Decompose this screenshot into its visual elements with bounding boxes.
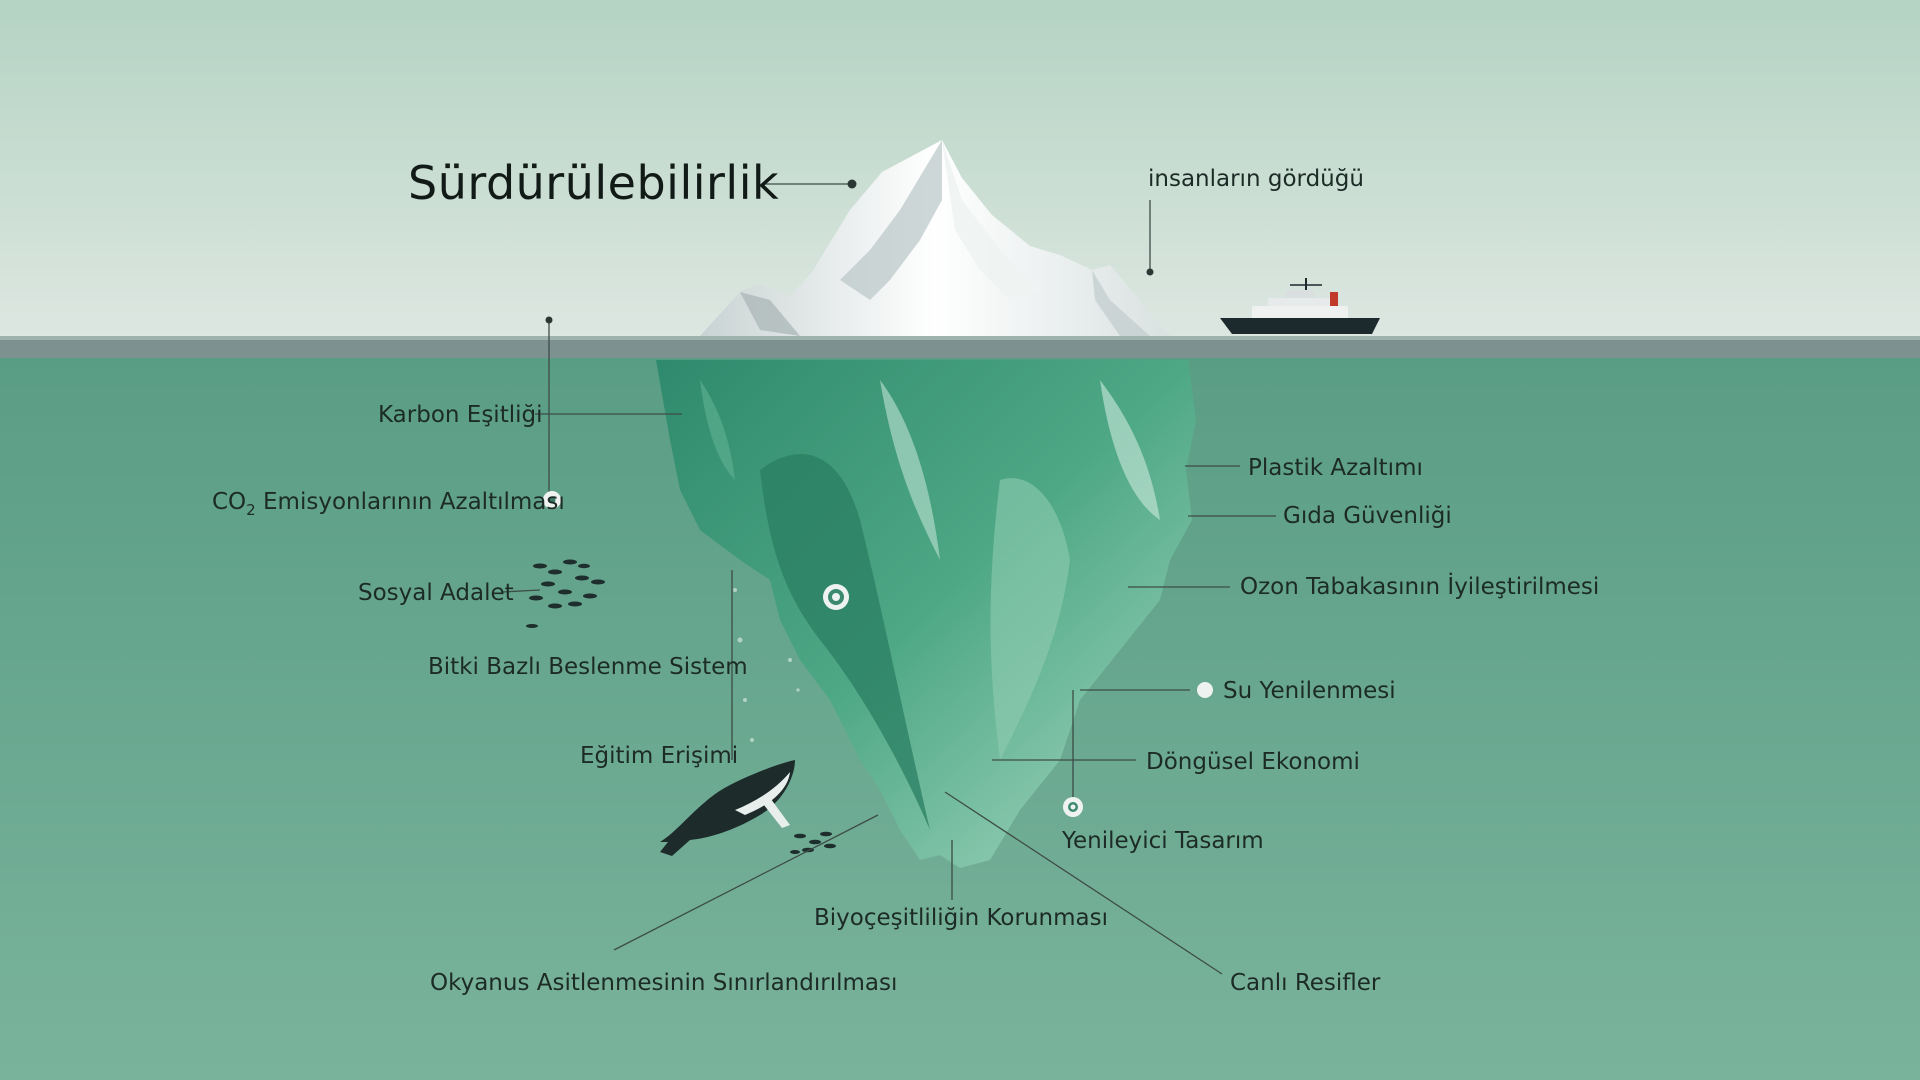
label-gida-guvenligi: Gıda Güvenliği — [1283, 503, 1452, 529]
bubbles — [733, 588, 800, 742]
co2-subscript: 2 — [246, 501, 256, 519]
fish-school-small-icon — [790, 831, 836, 854]
label-ozon-tabakasi: Ozon Tabakasının İyileştirilmesi — [1240, 574, 1600, 600]
fish-school-icon — [526, 559, 605, 628]
iceberg-above-water — [700, 140, 1170, 336]
label-dongusel-ekonomi: Döngüsel Ekonomi — [1146, 749, 1360, 775]
whale-icon — [660, 760, 795, 856]
label-canli-resifler: Canlı Resifler — [1230, 970, 1381, 996]
iceberg-underwater — [656, 360, 1196, 868]
label-bitki-bazli: Bitki Bazlı Beslenme Sistem — [428, 654, 748, 680]
label-egitim-erisimi: Eğitim Erişimi — [580, 743, 739, 769]
co2-prefix: CO — [212, 489, 247, 515]
caption-above-water: insanların gördüğü — [1148, 166, 1364, 192]
label-yenileyici-tasarim: Yenileyici Tasarım — [1062, 828, 1264, 854]
label-co2-emisyon: CO2 Emisyonlarının Azaltılması — [212, 489, 565, 518]
label-plastik-azaltimi: Plastik Azaltımı — [1248, 455, 1423, 481]
label-okyanus-asitlenmesi: Okyanus Asitlenmesinin Sınırlandırılması — [430, 970, 898, 996]
ship-icon — [1220, 278, 1380, 334]
diagram-title: Sürdürülebilirlik — [408, 156, 780, 210]
sea-surface — [0, 336, 1920, 358]
leader-lines — [501, 183, 1276, 975]
markers — [543, 179, 1213, 817]
label-sosyal-adalet: Sosyal Adalet — [358, 580, 514, 606]
label-su-yenilenmesi: Su Yenilenmesi — [1223, 678, 1396, 704]
label-biyocesitlilik: Biyoçeşitliliğin Korunması — [814, 905, 1108, 931]
label-karbon-esitligi: Karbon Eşitliği — [378, 402, 543, 428]
co2-rest: Emisyonlarının Azaltılması — [255, 489, 565, 515]
